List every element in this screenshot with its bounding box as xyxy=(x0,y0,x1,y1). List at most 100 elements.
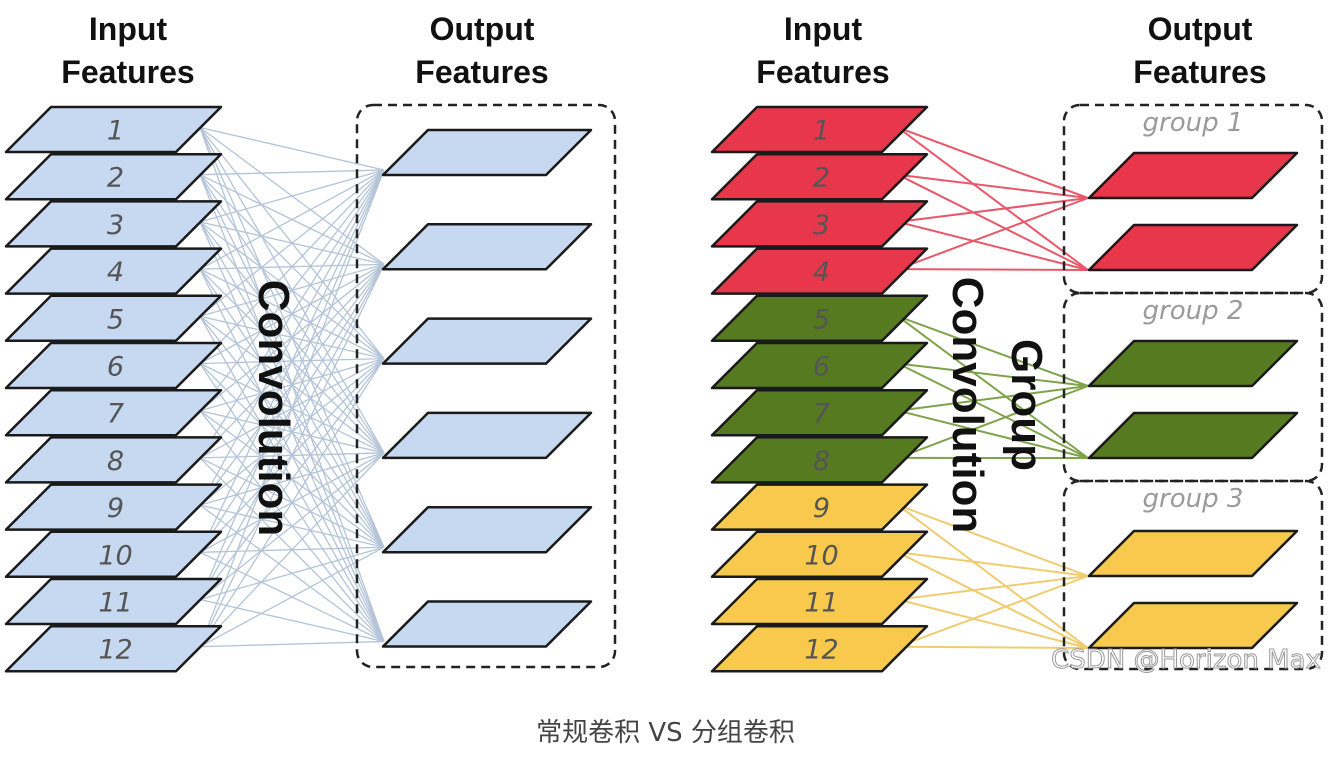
group-input-feature-number: 6 xyxy=(813,352,830,383)
group-output-header-line1: Output xyxy=(1148,11,1253,47)
connection-line xyxy=(199,169,385,223)
connection-line xyxy=(199,169,385,270)
input-feature-number: 8 xyxy=(107,446,124,477)
group-input-feature-map xyxy=(710,152,929,201)
input-feature-number: 6 xyxy=(107,352,124,383)
connection-line xyxy=(199,452,385,601)
group-connection-line xyxy=(897,575,1089,648)
group-input-feature-map xyxy=(710,483,929,531)
connection-line xyxy=(199,546,385,601)
group-connection-line xyxy=(897,220,1089,271)
group-input-feature-map xyxy=(710,624,929,673)
output-feature-map xyxy=(381,600,593,648)
connection-line xyxy=(199,169,385,412)
group-connection-line xyxy=(897,362,1089,387)
group-connection-line xyxy=(897,551,1089,577)
input-feature-number: 1 xyxy=(107,116,124,147)
connection-line xyxy=(199,169,385,647)
output-feature-map xyxy=(381,317,593,365)
group-connection-line xyxy=(897,385,1089,459)
connection-line xyxy=(199,264,385,647)
group-connection-line xyxy=(897,315,1089,459)
connection-line xyxy=(199,169,385,364)
input-feature-map xyxy=(4,436,223,484)
connection-line xyxy=(199,169,385,506)
group-connection-line xyxy=(897,551,1089,649)
input-feature-number: 9 xyxy=(107,493,124,524)
group-connection-line xyxy=(897,575,1089,601)
group-input-feature-map xyxy=(710,436,929,484)
connection-line xyxy=(199,640,385,648)
input-feature-map xyxy=(4,294,223,343)
regular-output-header-line2: Features xyxy=(415,54,548,90)
regular-output-features xyxy=(381,128,593,648)
output-feature-map xyxy=(381,411,593,460)
connection-line xyxy=(199,358,385,600)
group-input-feature-map xyxy=(710,294,929,343)
group-input-feature-map xyxy=(710,577,929,626)
group-connection-line xyxy=(897,173,1089,199)
connection-line xyxy=(199,452,385,648)
group-input-feature-map xyxy=(710,388,929,437)
input-feature-number: 12 xyxy=(98,635,132,666)
input-feature-map xyxy=(4,577,223,626)
group-input-feature-number: 3 xyxy=(813,210,830,241)
group-connection-line xyxy=(897,268,1089,271)
watermark: CSDN @Horizon Max xyxy=(1051,645,1321,675)
input-feature-map xyxy=(4,388,223,437)
regular-convolution-label: Convolution xyxy=(249,280,298,537)
group-input-feature-number: 1 xyxy=(813,116,830,147)
group-connection-line xyxy=(897,173,1089,271)
input-feature-number: 2 xyxy=(107,163,124,194)
group-connection-line xyxy=(897,197,1089,223)
group-connection-line xyxy=(897,197,1089,271)
group-connection-line xyxy=(897,409,1089,459)
input-feature-map xyxy=(4,247,223,295)
connection-line xyxy=(199,126,385,171)
group-input-feature-number: 8 xyxy=(813,446,830,477)
group-connection-line xyxy=(897,385,1089,412)
input-feature-number: 10 xyxy=(98,540,132,571)
group-output-feature-map xyxy=(1087,223,1299,272)
group-output-header-line2: Features xyxy=(1133,54,1266,90)
input-feature-map xyxy=(4,200,223,248)
group-input-feature-number: 2 xyxy=(813,163,830,194)
group-output-feature-map xyxy=(1087,339,1299,388)
input-feature-map xyxy=(4,105,223,154)
group-convolution-label-line1: Group xyxy=(1002,339,1051,471)
group-input-feature-number: 7 xyxy=(813,399,830,430)
connection-line xyxy=(199,358,385,648)
connection-line xyxy=(199,546,385,648)
group-input-feature-map xyxy=(710,247,929,295)
input-feature-map xyxy=(4,624,223,673)
group-connection-line xyxy=(897,504,1089,649)
group-output-feature-map xyxy=(1087,601,1299,650)
group-input-feature-number: 5 xyxy=(813,304,830,335)
output-feature-map xyxy=(381,128,593,177)
connection-line xyxy=(199,169,385,459)
group-input-feature-map xyxy=(710,200,929,248)
group-input-feature-map xyxy=(710,105,929,154)
group-input-feature-map xyxy=(710,341,929,390)
connection-line xyxy=(199,598,385,643)
group-2-label: group 2 xyxy=(1143,296,1244,326)
group-1-label: group 1 xyxy=(1143,108,1244,138)
input-feature-map xyxy=(4,152,223,201)
connection-line xyxy=(199,169,385,600)
connection-line xyxy=(199,169,385,176)
group-input-feature-number: 10 xyxy=(804,540,838,571)
group-connection-line xyxy=(897,126,1089,199)
group-3-label: group 3 xyxy=(1143,484,1244,514)
group-input-feature-number: 4 xyxy=(813,257,830,288)
connection-line xyxy=(199,169,385,317)
figure-caption: 常规卷积 VS 分组卷积 xyxy=(536,718,795,748)
group-input-feature-number: 9 xyxy=(813,493,830,524)
group-input-feature-map xyxy=(710,530,929,579)
group-connections xyxy=(897,126,1089,649)
input-feature-number: 3 xyxy=(107,210,124,241)
regular-input-header-line2: Features xyxy=(61,54,194,90)
